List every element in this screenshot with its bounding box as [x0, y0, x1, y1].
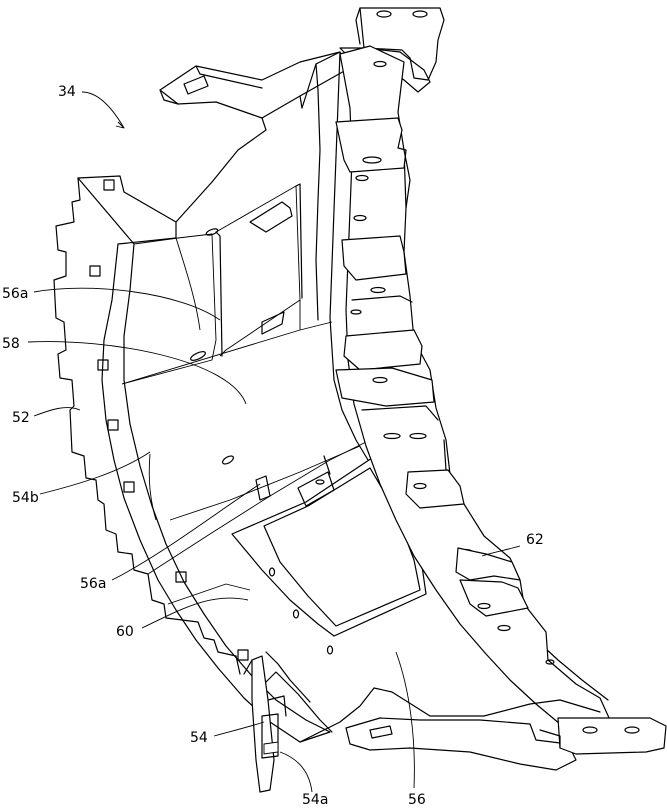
leader-54 [213, 721, 265, 737]
top-bracket [339, 7, 445, 93]
label-52: 52 [12, 410, 30, 426]
leader-56 [395, 651, 415, 789]
leader-54a [279, 751, 313, 793]
leader-54b [39, 451, 151, 495]
label-60: 60 [116, 624, 134, 640]
label-54: 54 [190, 730, 208, 746]
label-54a: 54a [302, 792, 328, 808]
leader-34 [81, 91, 125, 129]
leader-56a-bottom [111, 483, 261, 581]
leader-52 [33, 407, 81, 417]
label-54b: 54b [12, 490, 39, 506]
left-flange-52 [53, 175, 331, 743]
label-56a-top: 56a [2, 286, 28, 302]
leader-lines [27, 91, 521, 793]
leader-56a-top [33, 287, 221, 321]
right-flange [335, 45, 611, 725]
leader-62 [481, 545, 521, 557]
main-panel-58 [121, 183, 333, 521]
upper-wing-bracket [159, 51, 347, 223]
bracket-54 [243, 651, 311, 793]
label-56: 56 [408, 792, 426, 808]
bottom-bracket [257, 671, 667, 771]
leader-58 [27, 341, 247, 405]
label-58: 58 [2, 336, 20, 352]
label-34: 34 [58, 84, 76, 100]
leader-60 [141, 597, 249, 629]
reference-labels: 34 56a 58 52 54b 56a 60 54 54a 56 62 [2, 84, 544, 808]
label-62: 62 [526, 532, 544, 548]
label-56a-bottom: 56a [80, 576, 106, 592]
